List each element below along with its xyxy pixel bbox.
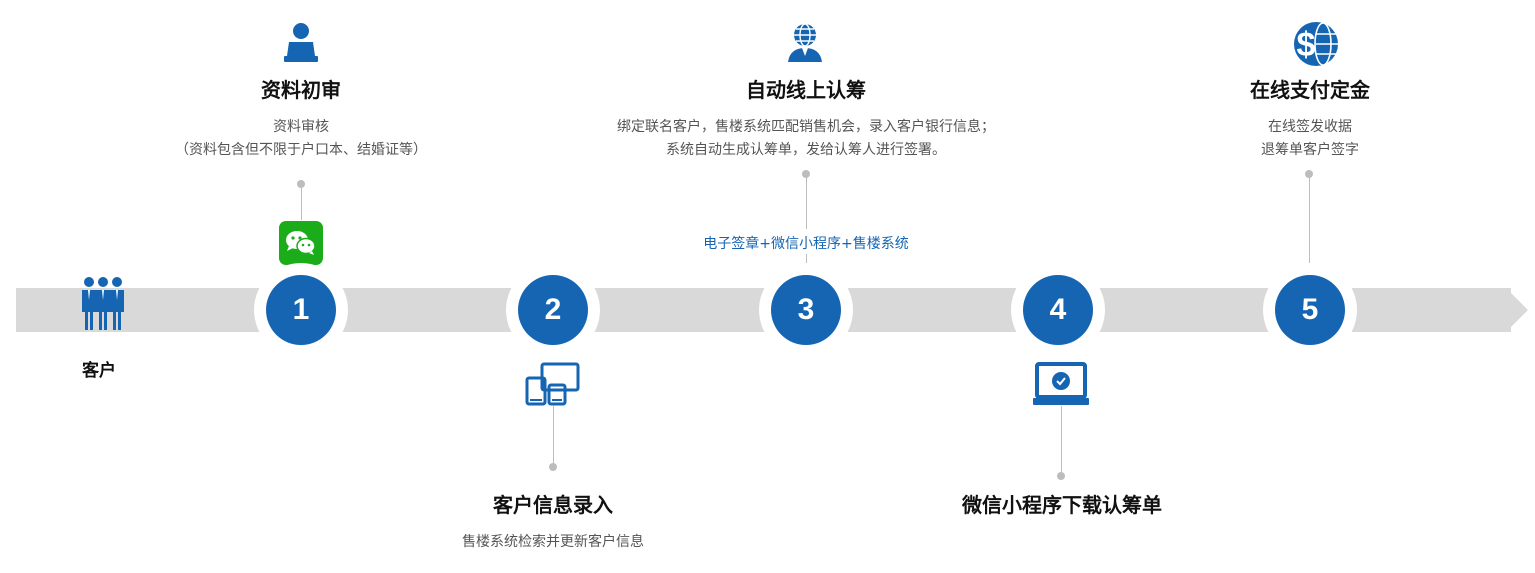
laptop-check-icon	[1032, 361, 1090, 407]
step-3-badge: 3	[771, 275, 841, 345]
step-3-desc-line-1: 绑定联名客户，售楼系统匹配销售机会，录入客户银行信息；	[617, 119, 995, 135]
step-5-connector-line	[1309, 174, 1310, 268]
tool-label: 电子签章+微信小程序+售楼系统	[703, 236, 909, 252]
step-5-description: 在线签发收据 退筹单客户签字	[1261, 116, 1359, 162]
timeline-arrowhead	[1506, 288, 1528, 332]
step-1-description: 资料审核 （资料包含但不限于户口本、结婚证等）	[175, 116, 427, 162]
step-1-badge: 1	[266, 275, 336, 345]
step-3-title: 自动线上认筹	[746, 78, 866, 102]
step-5-desc-line-2: 退筹单客户签字	[1261, 142, 1359, 158]
step-4-connector-dot	[1057, 472, 1065, 480]
step-5-desc-line-1: 在线签发收据	[1268, 119, 1352, 135]
step-2-title: 客户信息录入	[493, 493, 613, 517]
step-1-title: 资料初审	[261, 78, 341, 102]
user-at-desk-icon	[283, 22, 319, 64]
step-2-badge: 2	[518, 275, 588, 345]
step-4-badge: 4	[1023, 275, 1093, 345]
step-2-connector-line	[553, 406, 554, 467]
step-2-connector-dot	[549, 463, 557, 471]
globe-user-icon	[784, 22, 826, 64]
step-3-description: 绑定联名客户，售楼系统匹配销售机会，录入客户银行信息； 系统自动生成认筹单，发给…	[617, 116, 995, 162]
group-people-icon	[80, 276, 126, 332]
step-2-desc-line-1: 售楼系统检索并更新客户信息	[462, 534, 644, 550]
svg-text:$: $	[1297, 26, 1316, 64]
step-4-connector-line	[1061, 406, 1062, 476]
step-5-badge: 5	[1275, 275, 1345, 345]
step-3-desc-line-2: 系统自动生成认筹单，发给认筹人进行签署。	[666, 142, 946, 158]
step-1-desc-line-2: （资料包含但不限于户口本、结婚证等）	[175, 142, 427, 158]
step-3-connector-line-lower	[806, 254, 807, 268]
step-5-title: 在线支付定金	[1250, 78, 1370, 102]
customer-label: 客户	[82, 361, 116, 381]
step-4-title: 微信小程序下载认筹单	[962, 493, 1162, 517]
devices-icon	[524, 361, 582, 407]
step-1-connector-line	[301, 184, 302, 220]
step-1-desc-line-1: 资料审核	[273, 119, 329, 135]
step-2-description: 售楼系统检索并更新客户信息	[462, 531, 644, 554]
dollar-globe-icon: $	[1290, 20, 1340, 68]
step-3-connector-line-upper	[806, 174, 807, 229]
wechat-icon	[279, 221, 323, 265]
